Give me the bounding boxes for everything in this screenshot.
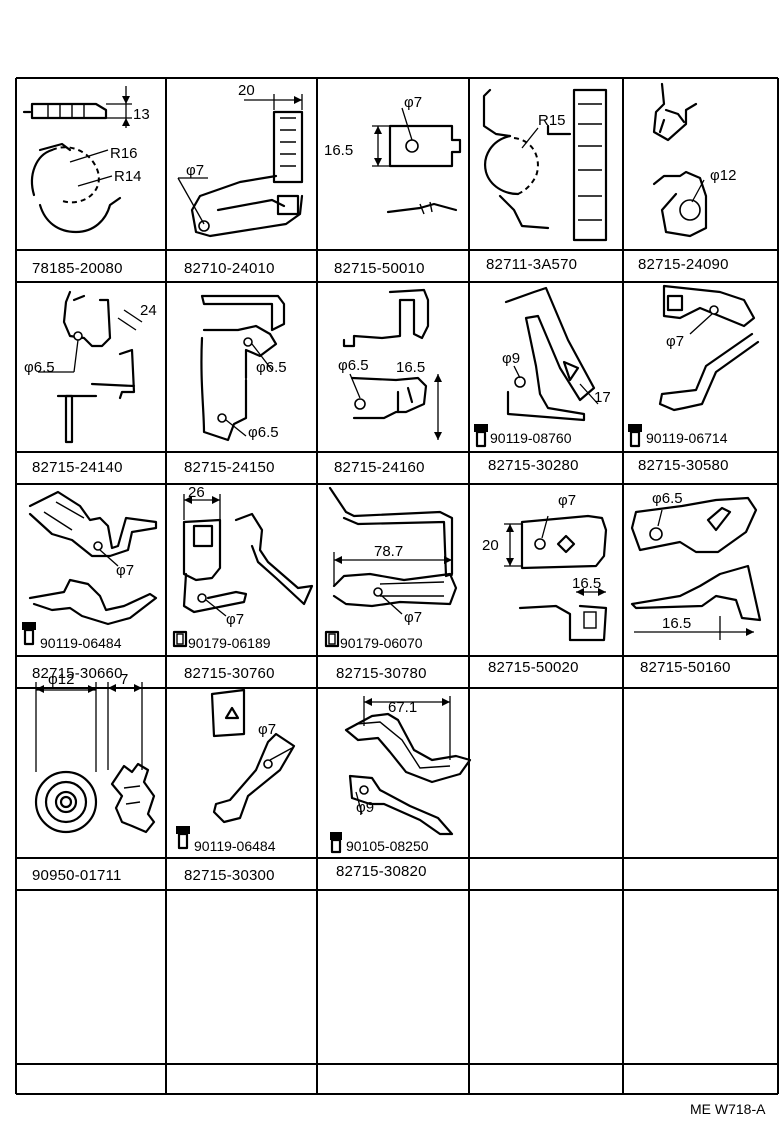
part-illustration-bracket [38, 290, 143, 444]
part-number: 82715-24160 [334, 459, 425, 476]
dim-label-phi6-5: φ6.5 [248, 424, 279, 441]
part-illustration-bracket [182, 494, 314, 617]
table-grid [15, 77, 779, 1095]
dim-label-16-5: 16.5 [324, 142, 353, 159]
part-illustration-bracket [210, 688, 296, 824]
part-number: 82715-50160 [640, 659, 731, 676]
bolt-part-number: 90179-06189 [188, 635, 271, 651]
bolt-part-number: 90119-08760 [490, 430, 572, 446]
dim-label-phi7: φ7 [558, 492, 576, 509]
dim-label-phi7: φ7 [404, 94, 422, 111]
dim-label-phi7: φ7 [666, 333, 684, 350]
part-number: 82715-30820 [336, 863, 427, 880]
part-number: 82715-24090 [638, 256, 729, 273]
part-number: 82715-30280 [488, 457, 579, 474]
part-number: 90950-01711 [32, 867, 122, 884]
dim-label-phi9: φ9 [356, 799, 374, 816]
part-number: 82715-50010 [334, 260, 425, 277]
part-illustration-clamp [482, 88, 608, 242]
bolt-icon [22, 622, 36, 646]
part-illustration-bracket [630, 496, 762, 640]
dim-label-phi12: φ12 [48, 671, 74, 688]
part-number: 82715-30760 [184, 665, 275, 682]
part-number: 78185-20080 [32, 260, 123, 277]
dim-label-phi7: φ7 [116, 562, 134, 579]
dim-label-16-5: 16.5 [572, 575, 601, 592]
dim-label-r15: R15 [538, 112, 566, 129]
bolt-icon [628, 424, 642, 448]
part-illustration-bracket [344, 696, 472, 836]
dim-label-13: 13 [133, 106, 150, 123]
part-illustration-bracket [328, 486, 458, 615]
dim-label-phi7: φ7 [258, 721, 276, 738]
part-number: 82715-30780 [336, 665, 427, 682]
dim-label-78-7: 78.7 [374, 543, 403, 560]
part-number: 82715-24140 [32, 459, 123, 476]
part-number: 82715-30660 [32, 665, 123, 682]
bolt-part-number: 90105-08250 [346, 838, 429, 854]
dim-label-20: 20 [482, 537, 499, 554]
dim-label-phi7: φ7 [186, 162, 204, 179]
dim-label-r16: R16 [110, 145, 138, 162]
dim-label-phi6-5: φ6.5 [24, 359, 55, 376]
part-illustration-bracket [28, 490, 158, 626]
dim-label-phi12: φ12 [710, 167, 736, 184]
part-illustration-bracket [652, 82, 708, 238]
part-illustration-grommet [34, 682, 156, 834]
dim-label-r14: R14 [114, 168, 142, 185]
bolt-icon [324, 630, 340, 648]
bolt-part-number: 90119-06714 [646, 430, 728, 446]
dim-label-phi6-5: φ6.5 [256, 359, 287, 376]
bolt-icon [474, 424, 488, 448]
part-illustration-clip [22, 86, 132, 234]
dim-label-20: 20 [238, 82, 255, 99]
part-number: 82715-30300 [184, 867, 275, 884]
bolt-part-number: 90119-06484 [40, 635, 122, 651]
dim-label-phi6-5: φ6.5 [652, 490, 683, 507]
sheet-code: ME W718-A [690, 1101, 766, 1117]
dim-label-16-5: 16.5 [662, 615, 691, 632]
part-illustration-plate [372, 107, 462, 215]
part-illustration-bracket [200, 294, 286, 442]
dim-label-phi7: φ7 [404, 609, 422, 626]
part-number: 82715-24150 [184, 459, 275, 476]
part-illustration-bracket [504, 286, 599, 422]
bolt-part-number: 90119-06484 [194, 838, 276, 854]
part-number: 82711-3A570 [486, 256, 577, 273]
part-number: 82715-30580 [638, 457, 729, 474]
part-number: 82715-50020 [488, 659, 579, 676]
part-number: 82710-24010 [184, 260, 275, 277]
part-illustration-bracket [177, 94, 304, 238]
part-illustration-bracket [342, 288, 442, 440]
bolt-icon [330, 832, 342, 854]
dim-label-17: 17 [594, 389, 611, 406]
dim-label-phi7: φ7 [226, 611, 244, 628]
dim-label-phi6-5: φ6.5 [338, 357, 369, 374]
dim-label-67-1: 67.1 [388, 699, 417, 716]
bolt-part-number: 90179-06070 [340, 635, 423, 651]
dim-label-24: 24 [140, 302, 157, 319]
dim-label-phi9: φ9 [502, 350, 520, 367]
part-illustration-plate [504, 514, 608, 642]
part-illustration-bracket [658, 284, 760, 412]
dim-label-16-5: 16.5 [396, 359, 425, 376]
dim-label-7: 7 [120, 671, 128, 688]
dim-label-26: 26 [188, 484, 205, 501]
bolt-icon [176, 826, 190, 850]
bolt-icon [172, 630, 188, 648]
